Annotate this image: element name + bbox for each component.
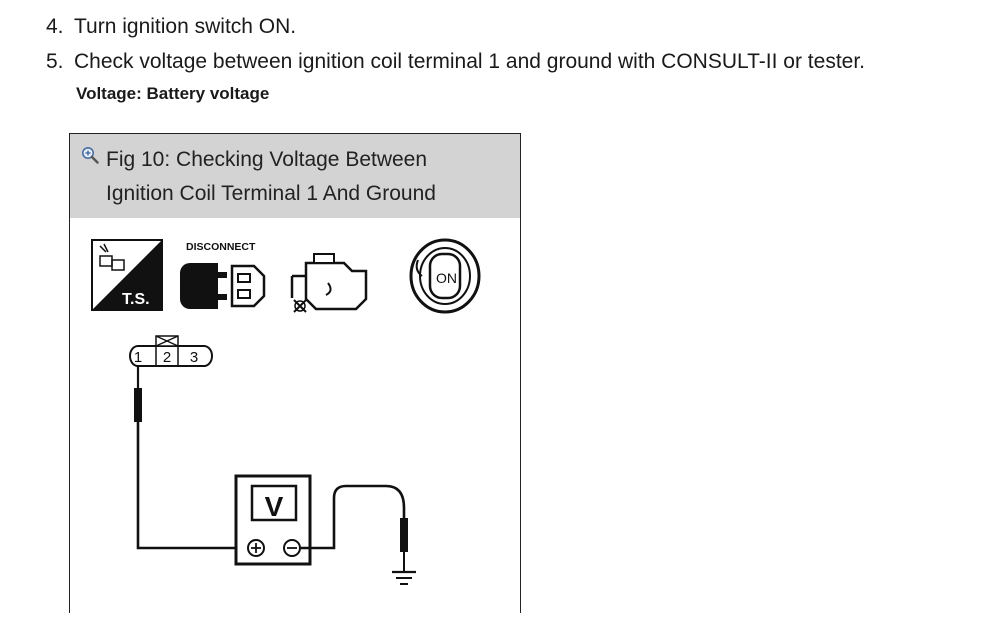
- ignition-coil-connector: 1 2 3: [129, 335, 213, 367]
- figure-box: Fig 10: Checking Voltage Between Ignitio…: [69, 133, 521, 613]
- meter-label: V: [265, 491, 284, 522]
- ts-label: T.S.: [122, 291, 150, 308]
- step-number: 5.: [46, 50, 64, 73]
- voltage-spec: Voltage: Battery voltage: [76, 84, 270, 103]
- positive-probe-lead: [134, 366, 248, 550]
- disconnect-icon: DISCONNECT: [180, 241, 266, 309]
- figure-title: Fig 10: Checking Voltage Between Ignitio…: [106, 143, 516, 211]
- figure-header: Fig 10: Checking Voltage Between Ignitio…: [70, 134, 520, 218]
- terminal-2: 2: [163, 349, 171, 366]
- ground-symbol: [392, 570, 416, 585]
- trouble-shooting-icon: T.S.: [91, 239, 163, 311]
- step-5: 5. Check voltage between ignition coil te…: [46, 48, 865, 76]
- on-label: ON: [436, 270, 457, 286]
- zoom-in-icon[interactable]: [81, 146, 99, 164]
- wiring-diagram: T.S. DISCONNECT ON: [91, 238, 481, 585]
- terminal-3: 3: [190, 349, 198, 366]
- step-text: Check voltage between ignition coil term…: [74, 50, 866, 73]
- disconnect-label: DISCONNECT: [186, 241, 256, 253]
- step-number: 4.: [46, 15, 64, 38]
- terminal-1: 1: [134, 349, 142, 366]
- voltmeter: V: [234, 474, 312, 566]
- figure-title-line-1: Fig 10: Checking Voltage Between: [106, 148, 428, 171]
- negative-probe-lead: [300, 484, 408, 572]
- ignition-on-icon: ON: [409, 238, 481, 314]
- engine-off-icon: [290, 253, 368, 313]
- step-text: Turn ignition switch ON.: [74, 15, 297, 38]
- figure-title-line-2: Ignition Coil Terminal 1 And Ground: [106, 182, 436, 205]
- step-4: 4. Turn ignition switch ON.: [46, 13, 296, 41]
